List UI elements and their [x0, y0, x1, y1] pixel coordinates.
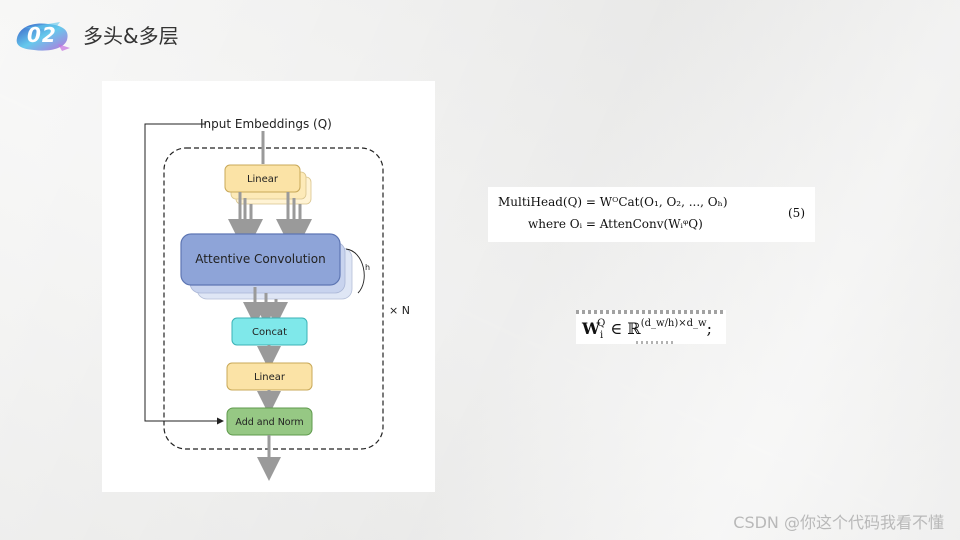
- equation-line-2: where Oᵢ = AttenConv(WᵢᵠQ): [528, 217, 703, 231]
- matrix-relation: ∈ ℝ: [610, 319, 641, 338]
- watermark: CSDN @你这个代码我看不懂: [733, 513, 944, 532]
- equation-number: (5): [788, 206, 805, 220]
- concat-label: Concat: [252, 327, 287, 338]
- matrix-symbol: W: [582, 319, 600, 338]
- linear-bottom-label: Linear: [254, 372, 286, 383]
- page-title: 多头&多层: [83, 24, 179, 48]
- section-number: 02: [27, 23, 57, 47]
- linear-top-label: Linear: [247, 174, 279, 185]
- equation-line-1: MultiHead(Q) = WᴼCat(O₁, O₂, ..., Oₕ): [498, 195, 728, 209]
- attentive-convolution-label: Attentive Convolution: [195, 252, 325, 266]
- cropped-text-bottom: [636, 341, 676, 344]
- heads-label: h: [365, 263, 370, 272]
- architecture-figure: Linear Attentive Convolution h Concat Li…: [102, 81, 435, 492]
- architecture-diagram: Linear Attentive Convolution h Concat Li…: [144, 117, 410, 481]
- repeat-block-border: [163, 147, 384, 450]
- weight-matrix-snippet: WiQ ∈ ℝ(d_w/h)×d_w;: [576, 310, 726, 344]
- cropped-text-top: [576, 310, 726, 314]
- add-and-norm-label: Add and Norm: [235, 417, 303, 428]
- matrix-tail: ;: [706, 319, 713, 338]
- repeat-count-label: × N: [389, 304, 410, 317]
- input-embeddings-label: Input Embeddings (Q): [200, 117, 332, 131]
- residual-connection-line: [144, 123, 224, 425]
- matrix-superscript: Q: [597, 318, 606, 329]
- weight-matrix-expression: WiQ ∈ ℝ(d_w/h)×d_w;: [582, 318, 712, 341]
- linear-top-box: [224, 164, 301, 193]
- section-badge-brush-icon: [16, 22, 70, 51]
- attentive-convolution-box: [180, 233, 341, 286]
- heads-bracket: [345, 248, 365, 294]
- matrix-dims: (d_w/h)×d_w: [640, 318, 707, 329]
- matrix-subscript: i: [599, 330, 604, 341]
- multihead-equation: MultiHead(Q) = WᴼCat(O₁, O₂, ..., Oₕ) wh…: [488, 187, 815, 242]
